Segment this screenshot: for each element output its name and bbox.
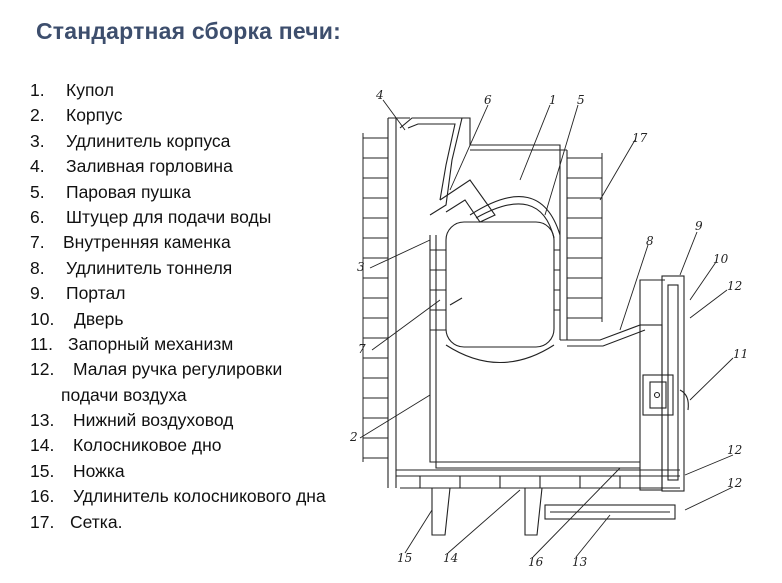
callout-label: 4 <box>375 88 384 102</box>
callout-label: 1 <box>549 93 557 107</box>
page-title: Стандартная сборка печи: <box>36 18 342 44</box>
callout-label: 3 <box>357 260 365 274</box>
callout-label: 16 <box>528 555 544 569</box>
callout-label: 13 <box>572 555 588 569</box>
callout-label: 10 <box>713 252 729 266</box>
callout-label: 15 <box>397 551 412 565</box>
stove-outline <box>387 117 689 536</box>
callout-label: 8 <box>646 234 654 248</box>
side-mesh-right <box>567 153 603 322</box>
callout-label: 6 <box>484 93 492 107</box>
callout-label: 5 <box>577 93 585 107</box>
callout-label: 12 <box>727 443 742 457</box>
leader-lines <box>359 99 734 558</box>
callout-labels: 4 6 1 5 17 3 8 9 10 12 7 11 2 12 12 15 1… <box>349 88 748 569</box>
callout-label: 9 <box>695 219 703 233</box>
side-mesh-left <box>362 133 388 462</box>
callout-label: 17 <box>632 131 648 145</box>
callout-label: 12 <box>727 476 742 490</box>
callout-label: 12 <box>727 279 742 293</box>
callout-label: 14 <box>443 551 458 565</box>
callout-label: 7 <box>358 342 366 356</box>
callout-label: 2 <box>349 430 358 444</box>
callout-label: 11 <box>733 347 748 361</box>
